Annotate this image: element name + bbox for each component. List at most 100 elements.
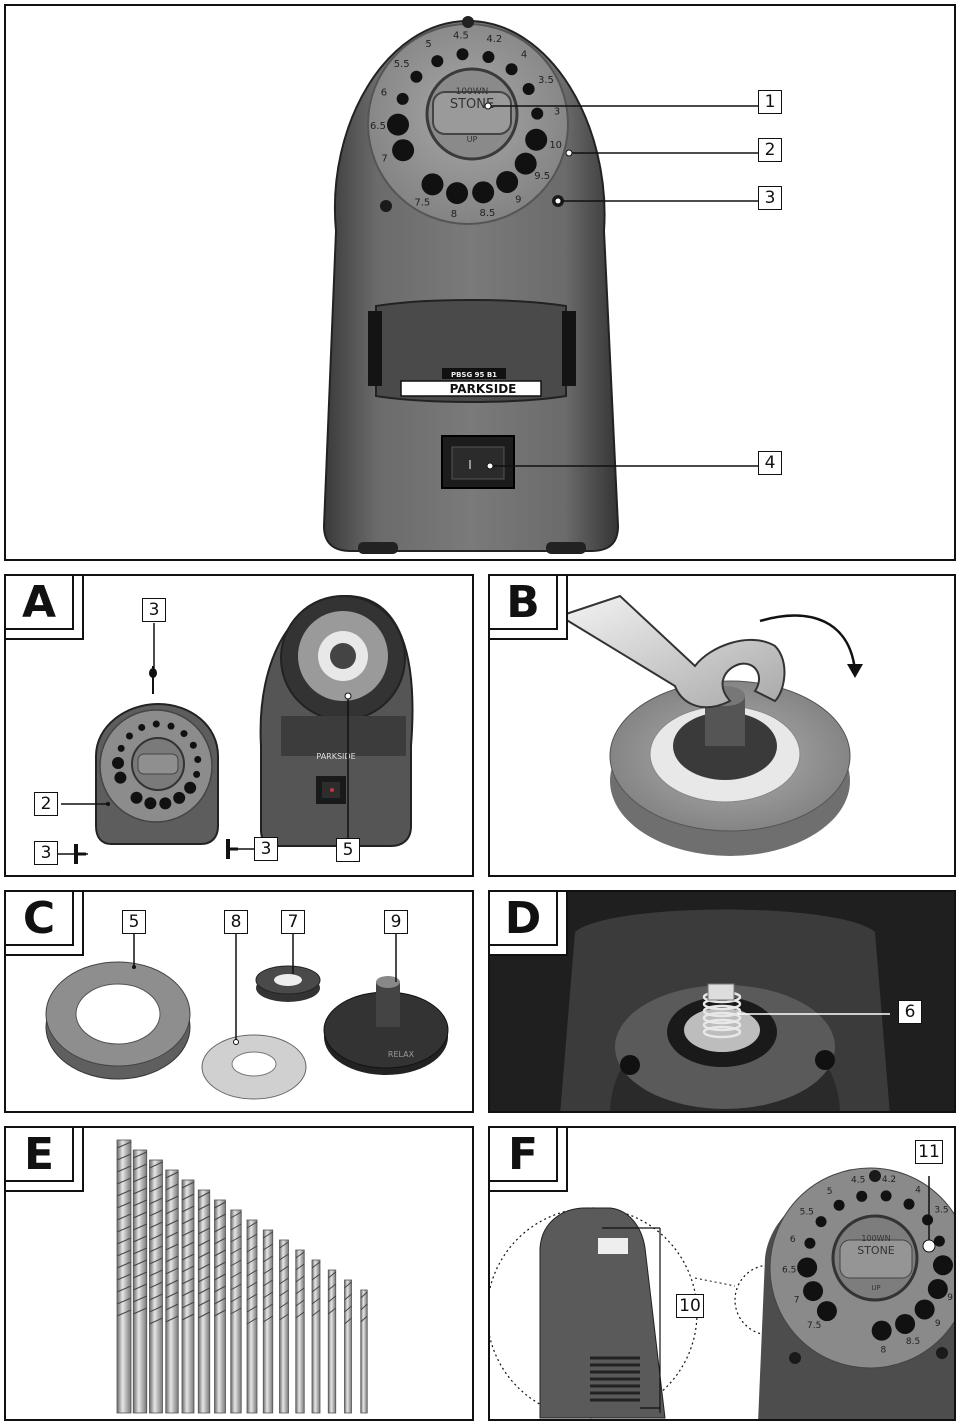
- panel-a-tag: A: [6, 576, 74, 630]
- diameter-label: 6.5: [782, 1266, 796, 1276]
- diameter-label: 5: [827, 1187, 833, 1197]
- drill-bit: [181, 1179, 195, 1414]
- panel-b-tag: B: [490, 576, 558, 630]
- drill-hole: [421, 173, 444, 196]
- panel-e: E: [4, 1126, 474, 1421]
- diameter-label: 3.5: [538, 75, 554, 86]
- disassembly-illustration: PARKSIDE: [56, 594, 414, 864]
- panel-a: A PARKSIDE 3 2 3: [4, 574, 474, 877]
- diameter-label: 4.5: [851, 1176, 865, 1186]
- panel-f-knob-bottom: UP: [871, 1284, 880, 1292]
- callout-f-10: 10: [676, 1294, 704, 1318]
- diameter-label: 9: [935, 1319, 941, 1329]
- diameter-label: 3: [954, 1232, 956, 1242]
- drill-bit: [311, 1259, 321, 1414]
- drill-hole: [932, 1255, 953, 1276]
- callout-a-3-right: 3: [254, 837, 278, 861]
- panel-e-tag: E: [6, 1128, 74, 1182]
- callout-c-7: 7: [281, 910, 305, 934]
- drill-hole: [173, 791, 186, 804]
- callout-4: 4: [758, 451, 782, 475]
- diameter-label: 4: [915, 1186, 921, 1196]
- panel-d-tag: D: [490, 892, 558, 946]
- drill-bit: [295, 1249, 305, 1414]
- diameter-label: 7: [794, 1295, 800, 1305]
- callout-d-6: 6: [898, 1000, 922, 1024]
- diameter-label: 4.2: [882, 1175, 896, 1185]
- drill-hole: [138, 723, 146, 731]
- drill-hole: [895, 1313, 916, 1334]
- drill-hole: [114, 771, 127, 784]
- diameter-label: 3: [554, 107, 560, 118]
- drill-hole: [933, 1235, 945, 1247]
- drill-hole: [531, 107, 544, 120]
- drill-hole: [193, 770, 201, 778]
- callout-c-9: 9: [384, 910, 408, 934]
- drill-bit: [214, 1199, 226, 1414]
- drill-hole: [903, 1198, 915, 1210]
- panel-b: B: [488, 574, 956, 877]
- drill-hole: [815, 1216, 827, 1228]
- drill-hole: [472, 181, 495, 204]
- drill-hole: [816, 1301, 837, 1322]
- diameter-label: 4.2: [486, 34, 502, 45]
- diameter-label: 8: [881, 1346, 887, 1356]
- drill-hole: [525, 128, 548, 151]
- drill-bit: [360, 1289, 368, 1414]
- diameter-label: 5: [425, 39, 431, 50]
- drill-hole: [804, 1237, 816, 1249]
- drill-bit: [279, 1239, 289, 1414]
- parts-illustration: RELAX: [45, 934, 449, 1100]
- drill-hole: [130, 791, 143, 804]
- drill-hole: [431, 55, 444, 68]
- callout-a-2: 2: [34, 792, 58, 816]
- drill-hole: [410, 70, 423, 83]
- knob-bottom-label: UP: [467, 135, 478, 144]
- switch-symbol: I: [468, 458, 472, 472]
- panel-f-knob-top: 100WN: [861, 1234, 890, 1243]
- drill-hole: [159, 797, 172, 810]
- drill-hole: [167, 722, 175, 730]
- drill-bit: [132, 1149, 148, 1414]
- drill-bit: [149, 1159, 163, 1414]
- diameter-label: 6: [381, 88, 387, 99]
- drill-hole: [180, 730, 188, 738]
- diameter-label: 6: [790, 1235, 796, 1245]
- diameter-label: 6.5: [370, 121, 386, 132]
- drill-hole: [392, 139, 415, 162]
- model-plate: PBSG 95 B1: [451, 371, 497, 379]
- diameter-label: 7: [381, 154, 387, 165]
- diameter-label: 10: [955, 1263, 956, 1273]
- diameter-label: 8.5: [906, 1337, 920, 1347]
- diameter-label: 4.5: [453, 30, 469, 41]
- diameter-label: 8: [451, 209, 457, 220]
- panel-c-tag: C: [6, 892, 74, 946]
- drill-hole: [505, 63, 518, 76]
- diameter-label: 3.5: [934, 1205, 948, 1215]
- callout-3: 3: [758, 186, 782, 210]
- diameter-label: 9.5: [947, 1293, 956, 1303]
- panel-c: C RELAX 5 8 7 9: [4, 890, 474, 1113]
- drill-hole: [880, 1190, 892, 1202]
- callout-c-5: 5: [122, 910, 146, 934]
- drill-bit: [230, 1209, 242, 1414]
- panel-f-knob-mid: STONE: [857, 1244, 895, 1257]
- diameter-label: 9: [515, 195, 521, 206]
- drill-bit: [116, 1139, 132, 1414]
- drill-hole: [871, 1320, 892, 1341]
- diameter-label: 7.5: [807, 1321, 821, 1331]
- drill-hole: [446, 182, 469, 205]
- hub-text: RELAX: [388, 1050, 415, 1059]
- spring-illustration: [490, 892, 954, 1111]
- diameter-label: 10: [549, 140, 562, 151]
- diameter-label: 5.5: [394, 59, 410, 70]
- drill-hole: [856, 1190, 868, 1202]
- wrench-illustration: [557, 594, 863, 856]
- drill-hole: [189, 741, 197, 749]
- diameter-label: 5.5: [800, 1208, 814, 1218]
- panel-f-tag: F: [490, 1128, 558, 1182]
- panel-f: F 7.5 7 6.5 6 5.5 5 4.5 4.2 4 3.5 3 10 9.5 9 8.5 8 100W…: [488, 1126, 956, 1421]
